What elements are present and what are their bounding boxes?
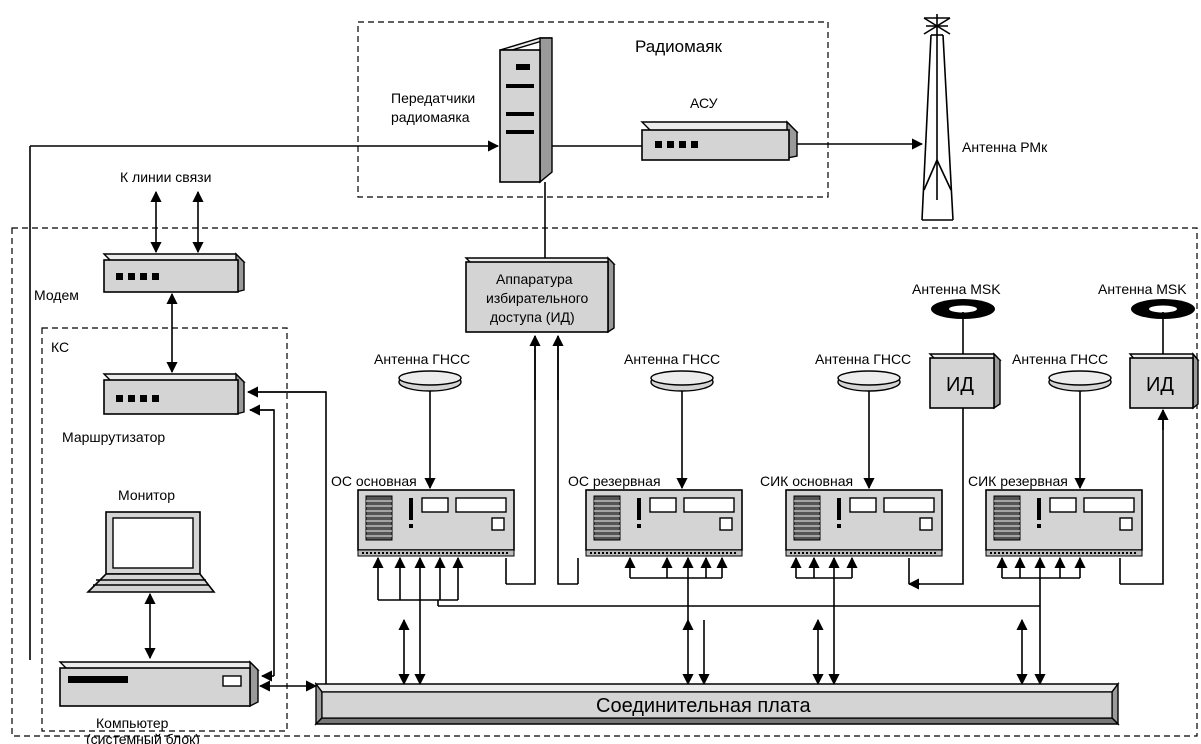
station-frame (11, 227, 1198, 737)
computer-label-1: Компьютер (96, 715, 169, 731)
msk-label-1: Антенна MSK (912, 281, 1001, 297)
radiomayak-title: Радиомаяк (635, 37, 722, 56)
sik-main-label: СИК основная (760, 473, 853, 489)
antenna-rmk-label: Антенна РМк (962, 139, 1048, 155)
os-main-label: ОС основная (331, 473, 417, 489)
id-box-1 (928, 352, 1002, 410)
receiver-sik-main (785, 489, 943, 557)
gnss-label-3: Антенна ГНСС (815, 351, 911, 367)
backplane (314, 681, 1120, 726)
transmitters-label-1: Передатчики (391, 90, 475, 106)
gnss-antenna-1 (398, 370, 462, 392)
receiver-os-main (357, 489, 515, 557)
msk-antenna-1 (931, 299, 995, 354)
gnss-label-4: Антенна ГНСС (1012, 351, 1108, 367)
msk-label-2: Антенна MSK (1098, 281, 1187, 297)
gnss-label-2: Антенна ГНСС (624, 351, 720, 367)
router-device (102, 372, 246, 415)
line-link-label: К линии связи (120, 169, 211, 185)
radiomayak-frame (357, 21, 829, 198)
selective-label-3: доступа (ИД) (490, 309, 575, 325)
ks-frame (41, 327, 288, 732)
id-label-1: ИД (946, 374, 974, 396)
receiver-sik-reserve (985, 489, 1143, 557)
modem-device (102, 252, 246, 293)
asu-label: АСУ (690, 95, 718, 111)
receiver-os-reserve (585, 489, 743, 557)
transmitter-server (499, 37, 553, 184)
router-label: Маршрутизатор (62, 429, 165, 445)
id-label-2: ИД (1146, 374, 1174, 396)
gnss-antenna-4 (1048, 370, 1112, 392)
selective-access-box (464, 256, 616, 334)
monitor-laptop (86, 511, 216, 593)
ks-label: КС (51, 339, 69, 355)
gnss-label-1: Антенна ГНСС (374, 351, 470, 367)
gnss-antenna-2 (650, 370, 714, 392)
monitor-label: Монитор (118, 487, 175, 503)
backplane-label: Соединительная плата (596, 695, 811, 717)
computer-unit (58, 660, 260, 708)
os-reserve-label: ОС резервная (568, 473, 661, 489)
antenna-rmk-tower (921, 14, 954, 221)
transmitters-label-2: радиомаяка (391, 109, 470, 125)
id-box-2 (1128, 352, 1200, 410)
msk-antenna-2 (1131, 299, 1195, 354)
selective-label-1: Аппаратура (496, 271, 573, 287)
modem-label: Модем (34, 287, 79, 303)
computer-label-2: (системный блок) (86, 731, 200, 744)
gnss-antenna-3 (837, 370, 901, 392)
sik-reserve-label: СИК резервная (968, 473, 1068, 489)
selective-label-2: избирательного (486, 290, 589, 306)
asu-device (640, 120, 799, 161)
